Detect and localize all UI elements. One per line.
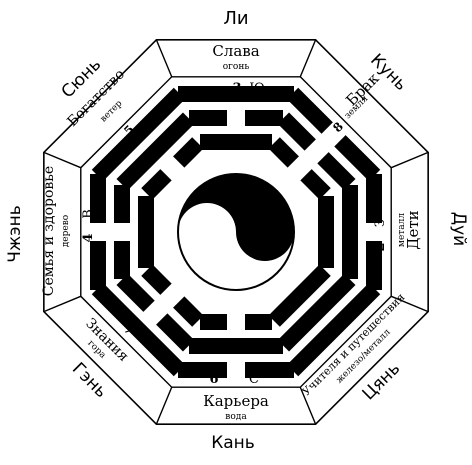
trigram-bottom: [178, 314, 294, 378]
yin-line-left: [286, 87, 333, 134]
yin-dot: [198, 223, 216, 241]
direction-kan: Кань: [211, 433, 255, 453]
yang-line: [138, 196, 154, 268]
direction-dui: Дуй: [449, 212, 469, 246]
sector-divider: [155, 386, 173, 425]
sector-number-left: 4: [81, 233, 96, 242]
yin-line-left: [141, 169, 172, 200]
trigram-top-left: [91, 87, 204, 200]
yin-line-left: [114, 241, 130, 279]
sector-element-top: огонь: [223, 62, 250, 72]
yang-line: [342, 185, 358, 279]
yin-line-right: [245, 110, 283, 126]
yin-line-left: [245, 314, 272, 330]
sector-direction-left: В: [81, 209, 96, 219]
yang-dot: [256, 223, 274, 241]
sector-title-top: Слава: [212, 42, 259, 60]
sector-divider: [43, 295, 82, 313]
sector-title-bottom: Карьера: [203, 392, 269, 410]
sector-divider: [43, 151, 82, 169]
yin-yang-icon: [177, 173, 295, 291]
sector-number-top: 3: [232, 81, 241, 96]
yin-line-left: [189, 110, 227, 126]
yang-line: [318, 196, 334, 268]
direction-li: Ли: [223, 8, 248, 29]
yin-line-right: [317, 152, 356, 191]
yang-line: [200, 134, 272, 150]
yang-line: [277, 273, 356, 352]
trigram-bottom-right: [268, 264, 381, 377]
direction-zhen: Чжэнь: [5, 205, 25, 262]
sector-divider: [299, 39, 317, 78]
yang-line: [91, 87, 186, 182]
yin-line-right: [334, 135, 381, 182]
yang-line: [189, 338, 283, 354]
sector-element-left: дерево: [61, 215, 71, 247]
trigram-top: [178, 86, 294, 150]
sector-divider: [390, 151, 429, 169]
sector-divider: [390, 295, 429, 313]
yin-line-left: [366, 174, 382, 223]
yang-line: [116, 112, 195, 191]
yin-line-left: [277, 112, 316, 151]
sector-number-bottom: 6: [209, 372, 218, 387]
yin-line-right: [200, 314, 227, 330]
yang-line: [286, 282, 381, 377]
sector-title-right: Дети: [404, 210, 422, 249]
trigram-ring: [90, 86, 382, 378]
yin-line-right: [114, 185, 130, 223]
trigram-right: [318, 174, 382, 290]
trigram-left: [90, 174, 154, 290]
yin-line-left: [173, 296, 204, 327]
yin-line-right: [173, 137, 204, 168]
yin-line-right: [141, 264, 172, 295]
yin-line-left: [90, 241, 106, 290]
sector-divider: [299, 386, 317, 425]
yin-line-right: [178, 362, 227, 378]
yin-line-left: [268, 137, 299, 168]
trigram-top-right: [268, 87, 381, 200]
sector-number-right: 2: [373, 242, 388, 251]
yin-line-right: [300, 169, 331, 200]
yin-line-right: [366, 241, 382, 290]
yin-line-left: [245, 362, 294, 378]
sector-element-bottom: вода: [225, 412, 247, 422]
yang-line: [91, 282, 186, 377]
trigram-bottom-left: [91, 264, 204, 377]
sector-direction-right: З: [373, 219, 388, 227]
yang-line: [268, 264, 331, 327]
sector-direction-bottom: С: [249, 372, 259, 387]
yin-line-right: [90, 174, 106, 223]
yang-line: [178, 86, 294, 102]
sector-element-right: металл: [397, 213, 407, 247]
yin-line-left: [156, 313, 195, 352]
sector-divider: [155, 39, 173, 78]
yin-line-right: [116, 273, 155, 312]
sector-title-left: Семья и здоровье: [41, 166, 57, 296]
sector-direction-top: Ю: [249, 81, 265, 96]
